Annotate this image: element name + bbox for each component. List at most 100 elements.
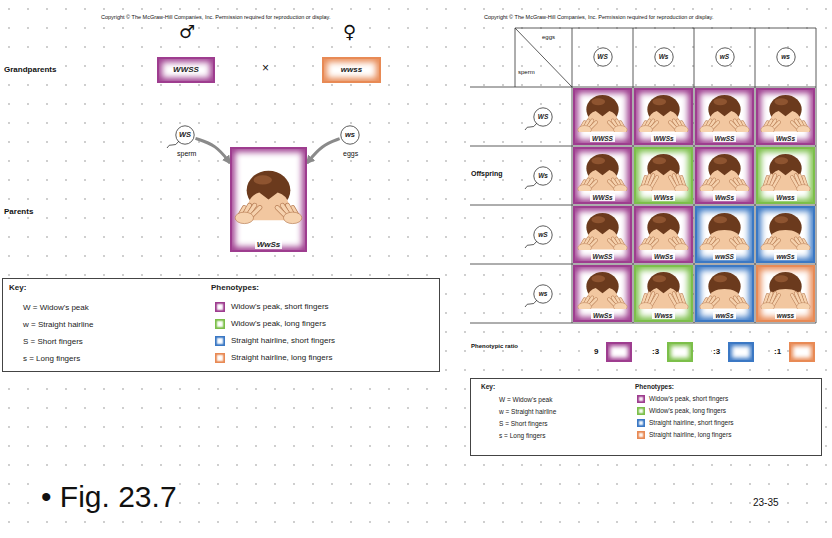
female-symbol: ♀ (342, 22, 357, 43)
key-entry: S = Short fingers (499, 420, 548, 427)
key-entry: s = Long fingers (23, 354, 80, 363)
person-figure (761, 272, 810, 309)
genotype-label: WwSs (713, 194, 736, 201)
genotype-label: wwSS (713, 253, 736, 260)
person-illustration (760, 151, 811, 191)
offspring-cell: WwSs (634, 206, 693, 263)
copyright-note: Copyright © The McGraw-Hill Companies, I… (100, 14, 331, 20)
person-illustration (760, 92, 811, 132)
offspring-cell: wwSs (756, 206, 815, 263)
genotype-label: WWSs (651, 135, 675, 142)
genotype-label: WwSS (591, 253, 615, 260)
person-illustration (760, 269, 811, 309)
person-illustration (760, 210, 811, 250)
gamete-genotype: wS (720, 53, 729, 60)
genotype-label: wwss (341, 65, 362, 74)
person-figure (700, 272, 749, 309)
person-illustration (638, 151, 689, 191)
gamete-genotype: ws (539, 290, 548, 297)
offspring-cell: wwSS (695, 206, 754, 263)
key-heading: Key: (481, 383, 495, 390)
legend-label: Widow's peak, long fingers (649, 407, 726, 414)
person-illustration (699, 151, 750, 191)
offspring-cell: WwSs (573, 265, 632, 322)
parent-box: WwSs (230, 147, 307, 252)
ratio-swatch (667, 342, 693, 362)
gamete-genotype: Ws (538, 172, 548, 179)
key-entry: W = Widow's peak (499, 396, 552, 403)
person-illustration (638, 210, 689, 250)
figure-caption: • Fig. 23.7 (40, 480, 178, 515)
generation-label: Grandparents (3, 65, 57, 74)
generation-label: Offspring (470, 170, 504, 178)
person-illustration (638, 92, 689, 132)
offspring-cell: Wwss (634, 265, 693, 322)
key-entry: w = Straight hairline (23, 320, 93, 329)
legend-label: Straight hairline, short fingers (231, 336, 335, 345)
axis-label: sperm (517, 69, 536, 76)
legend-swatch (215, 319, 225, 329)
slide-number: 23-35 (752, 497, 780, 509)
sperm-gamete: Ws (533, 166, 553, 186)
genotype-label: WWSs (590, 194, 614, 201)
egg-gamete: WS (593, 47, 613, 67)
offspring-cell: WWSs (634, 88, 693, 145)
person-figure (761, 95, 810, 132)
cross-symbol: × (261, 62, 270, 76)
genotype-label: wwSs (774, 253, 796, 260)
offspring-cell: WwSs (756, 88, 815, 145)
person-illustration (577, 210, 628, 250)
egg-gamete: ws (340, 125, 360, 145)
genotype-label: WwSS (713, 135, 737, 142)
genotype-label: wwSs (713, 312, 735, 319)
key-heading: Phenotypes: (211, 283, 259, 292)
genotype-label: WwSs (255, 240, 283, 249)
legend-swatch (215, 336, 225, 346)
ratio-number: :3 (651, 347, 660, 356)
egg-gamete: Ws (654, 47, 674, 67)
gamete-genotype: wS (538, 231, 547, 238)
legend-label: Widow's peak, short fingers (649, 395, 728, 402)
gamete-arrow (307, 139, 340, 163)
person-illustration (577, 269, 628, 309)
ratio-label: Phenotypic ratio (470, 343, 520, 350)
person-figure (578, 213, 627, 250)
male-symbol: ♂ (178, 22, 196, 43)
key-box: Key:W = Widow's peakw = Straight hairlin… (2, 278, 440, 372)
genotype-label: Wwss (774, 194, 796, 201)
person-illustration (638, 269, 689, 309)
person-figure (578, 154, 627, 191)
person-figure (578, 95, 627, 132)
ratio-number: 9 (593, 347, 599, 356)
ratio-swatch (789, 342, 815, 362)
grandparent-box: WWSS (157, 57, 215, 83)
legend-swatch (215, 353, 225, 363)
legend-swatch (637, 407, 645, 415)
offspring-cell: WWSs (573, 147, 632, 204)
person-figure (761, 154, 810, 191)
person-illustration (577, 92, 628, 132)
person-illustration (234, 151, 303, 236)
person-figure (761, 213, 810, 250)
genotype-label: WwSs (591, 312, 614, 319)
copyright-note: Copyright © The McGraw-Hill Companies, I… (483, 14, 714, 20)
person-figure (639, 154, 688, 191)
person-figure (700, 213, 749, 250)
key-entry: S = Short fingers (23, 337, 83, 346)
offspring-cell: WWSS (573, 88, 632, 145)
offspring-cell: WwSs (695, 147, 754, 204)
genotype-label: WWss (652, 194, 676, 201)
ratio-swatch (728, 342, 754, 362)
ratio-swatch (606, 342, 632, 362)
sperm-gamete: wS (533, 225, 553, 245)
gamete-genotype: WS (179, 131, 191, 140)
legend-label: Straight hairline, short fingers (649, 419, 734, 426)
generation-label: Parents (3, 207, 34, 216)
offspring-cell: wwss (756, 265, 815, 322)
gamete-label: eggs (342, 150, 359, 158)
offspring-cell: WwSS (695, 88, 754, 145)
genotype-label: Wwss (652, 312, 674, 319)
legend-swatch (637, 431, 645, 439)
genotype-label: WWSS (590, 135, 615, 142)
